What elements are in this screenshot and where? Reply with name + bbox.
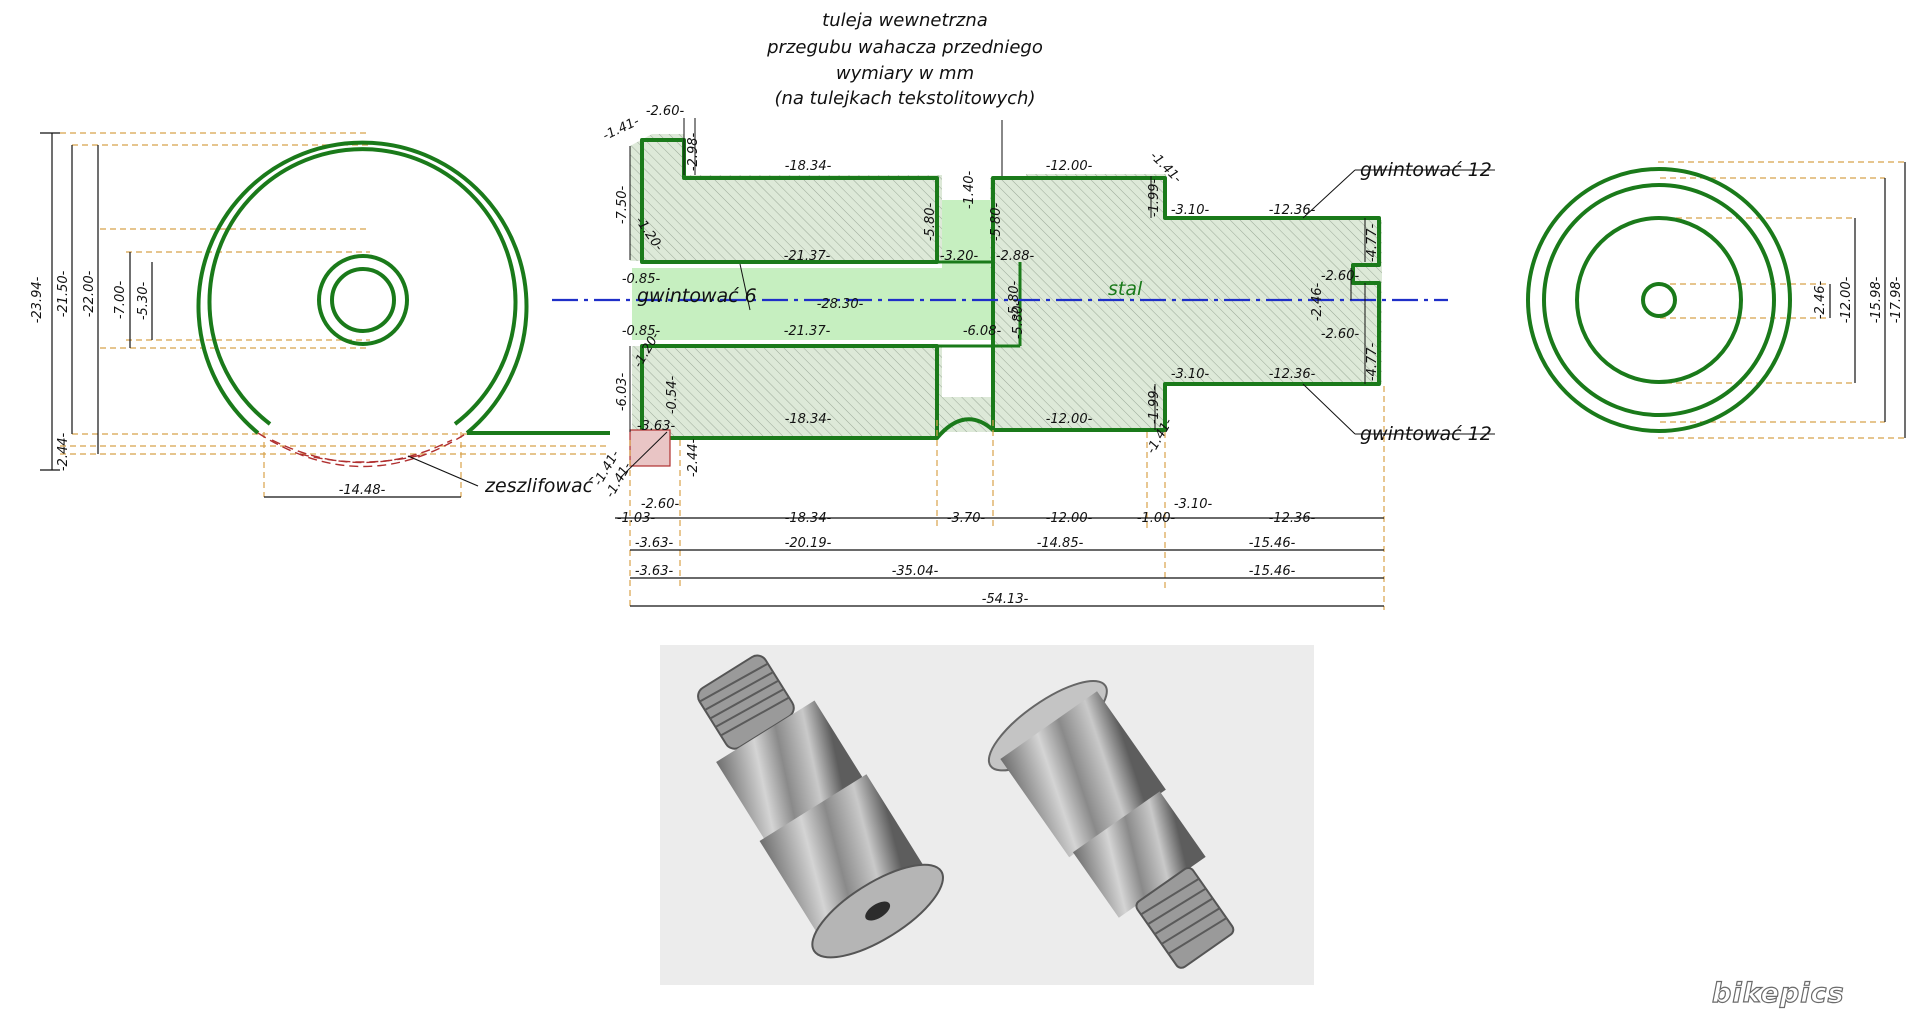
title-line-4: (na tulejkach tekstolitowych) bbox=[775, 88, 1036, 109]
chain2-3-63: -3.63- bbox=[635, 536, 674, 551]
dim-right-2-46: -2.46- bbox=[1813, 281, 1828, 320]
chain1-12-36: -12.36- bbox=[1269, 511, 1316, 526]
title-line-2: przegubu wahacza przedniego bbox=[766, 37, 1043, 58]
chain1-2-60: -2.60- bbox=[641, 497, 680, 512]
dim-1-41-top: -1.41- bbox=[601, 114, 642, 144]
dim-left-7-00: -7.00- bbox=[113, 281, 128, 320]
bushing-photo-right bbox=[987, 645, 1314, 985]
left-view-circles bbox=[196, 140, 610, 435]
dim-4-77-bottom: -4.77- bbox=[1365, 343, 1380, 382]
dim-21-37-top: -21.37- bbox=[784, 249, 831, 264]
dim-0-85-top: -0.85- bbox=[622, 272, 661, 287]
dim-2-60-right-bottom: -2.60- bbox=[1321, 327, 1360, 342]
grind-leader bbox=[407, 455, 479, 487]
groove-region bbox=[942, 200, 990, 270]
chain2-14-85: -14.85- bbox=[1037, 536, 1084, 551]
bushing-photo-left bbox=[660, 645, 987, 985]
dim-2-88: -2.88- bbox=[996, 249, 1035, 264]
right-end-view: -2.46- -12.00- -15.98- -17.98- bbox=[1526, 161, 1906, 439]
left-end-view: -23.94- -21.50- -22.00- -7.00- -5.30- -2… bbox=[30, 132, 610, 498]
part-outline bbox=[640, 138, 1381, 440]
dim-2-60-top: -2.60- bbox=[646, 104, 685, 119]
bushing-thread-up-photo-icon bbox=[660, 645, 987, 985]
chain3-15-46: -15.46- bbox=[1249, 564, 1296, 579]
dim-1-40: -1.40- bbox=[962, 171, 977, 210]
dim-2-98: -2.98- bbox=[686, 133, 701, 172]
dim-right-15-98: -15.98- bbox=[1869, 276, 1884, 323]
chain3-35-04: -35.04- bbox=[892, 564, 939, 579]
dim-18-34-top: -18.34- bbox=[785, 159, 832, 174]
dim-3-10-top: -3.10- bbox=[1171, 203, 1210, 218]
dim-2-44-section: -2.44- bbox=[686, 439, 701, 478]
dim-0-54: -0.54- bbox=[665, 376, 680, 415]
chain1-18-34: -18.34- bbox=[785, 511, 832, 526]
grind-off-outline bbox=[257, 432, 468, 468]
dim-left-22-00: -22.00- bbox=[82, 270, 97, 317]
section-leaders bbox=[619, 118, 1495, 479]
dim-12-00-bottom: -12.00- bbox=[1046, 412, 1093, 427]
chain1-3-10: -3.10- bbox=[1174, 497, 1213, 512]
watermark-logo: bikepics bbox=[1711, 977, 1845, 1009]
title-block: tuleja wewnetrzna przegubu wahacza przed… bbox=[766, 10, 1043, 109]
dim-0-85-bottom: -0.85- bbox=[622, 324, 661, 339]
dim-2-46-section: -2.46- bbox=[1310, 283, 1325, 322]
chain-lines bbox=[615, 517, 1384, 607]
dim-21-37-bottom: -21.37- bbox=[784, 324, 831, 339]
note-thread-6: gwintować 6 bbox=[637, 285, 757, 307]
chain3-3-63: -3.63- bbox=[635, 564, 674, 579]
dim-left-5-30: -5.30- bbox=[136, 282, 151, 321]
dim-12-36-top: -12.36- bbox=[1269, 203, 1316, 218]
dim-6-08: -6.08- bbox=[963, 324, 1002, 339]
chain1-1-00: -1.00- bbox=[1137, 511, 1176, 526]
title-line-1: tuleja wewnetrzna bbox=[822, 10, 988, 31]
dim-left-14-48: -14.48- bbox=[339, 483, 386, 498]
dim-3-20: -3.20- bbox=[940, 249, 979, 264]
chain4-54-13: -54.13- bbox=[982, 592, 1029, 607]
chain-extension-lines bbox=[629, 386, 1385, 610]
chain1-3-70: -3.70- bbox=[947, 511, 986, 526]
dim-12-36-bottom: -12.36- bbox=[1269, 367, 1316, 382]
dim-5-80-b: -5.80- bbox=[989, 203, 1004, 242]
note-thread-12-top: gwintować 12 bbox=[1360, 159, 1492, 181]
dim-1-99-top: -1.99- bbox=[1147, 179, 1162, 218]
chain2-15-46: -15.46- bbox=[1249, 536, 1296, 551]
chain2-20-19: -20.19- bbox=[785, 536, 832, 551]
note-material: stal bbox=[1108, 278, 1143, 300]
dim-3-10-bottom: -3.10- bbox=[1171, 367, 1210, 382]
bushing-thread-down-photo-icon bbox=[987, 645, 1314, 985]
dim-right-17-98: -17.98- bbox=[1889, 276, 1904, 323]
right-view-circles bbox=[1526, 167, 1792, 433]
bore-region bbox=[632, 268, 1024, 340]
dim-3-63-section: -3.63- bbox=[637, 419, 676, 434]
chain1-12-00: -12.00- bbox=[1046, 511, 1093, 526]
dim-5-80-d: -5.80- bbox=[1011, 301, 1026, 340]
dim-left-23-94: -23.94- bbox=[30, 276, 45, 323]
dim-6-03: -6.03- bbox=[615, 373, 630, 412]
section-view: -1.41- -2.60- -2.98- -18.34- -12.00- -1.… bbox=[552, 104, 1495, 501]
right-dimension-lines bbox=[1829, 162, 1906, 438]
dim-18-34-bottom: -18.34- bbox=[785, 412, 832, 427]
title-line-3: wymiary w mm bbox=[836, 63, 974, 84]
chain-dimensions: -2.60- -1.03- -18.34- -3.70- -12.00- -1.… bbox=[615, 386, 1385, 610]
dim-right-12-00: -12.00- bbox=[1839, 276, 1854, 323]
dim-28-30: -28.30- bbox=[817, 297, 864, 312]
note-thread-12-bottom: gwintować 12 bbox=[1360, 423, 1492, 445]
dim-left-2-44: -2.44- bbox=[56, 433, 71, 472]
dim-1-99-bottom: -1.99- bbox=[1147, 386, 1162, 425]
dim-5-80-c: -5.80- bbox=[1007, 281, 1022, 320]
right-extension-lines bbox=[1658, 161, 1905, 439]
dim-2-60-right-top: -2.60- bbox=[1321, 269, 1360, 284]
left-dimension-lines bbox=[40, 132, 461, 498]
dim-5-80-a: -5.80- bbox=[923, 203, 938, 242]
dim-4-77-top: -4.77- bbox=[1365, 224, 1380, 263]
chain1-1-03: -1.03- bbox=[617, 511, 656, 526]
note-grind: zeszlifować bbox=[484, 475, 595, 497]
dim-7-50: -7.50- bbox=[615, 186, 630, 225]
dim-12-00-top: -12.00- bbox=[1046, 159, 1093, 174]
dim-left-21-50: -21.50- bbox=[56, 270, 71, 317]
left-extension-lines bbox=[60, 132, 610, 497]
